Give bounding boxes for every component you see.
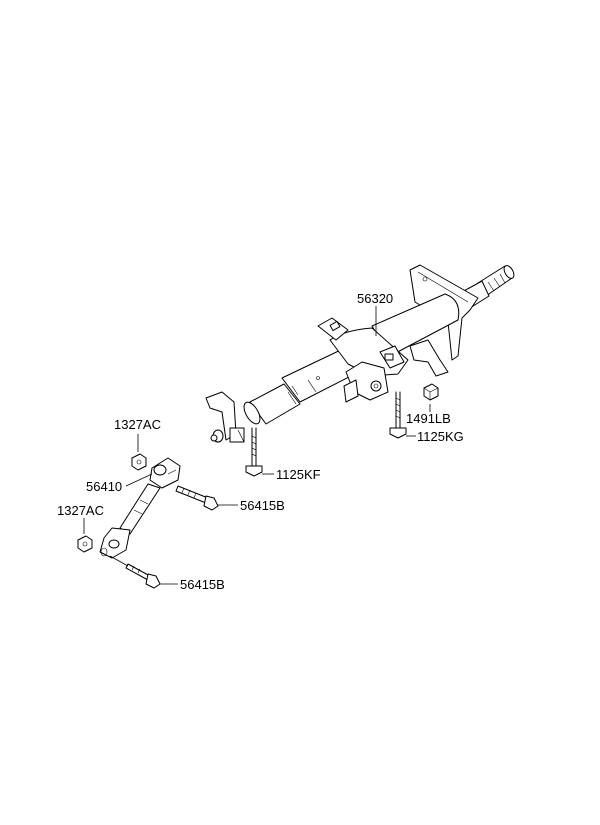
bolt-1125kg	[389, 391, 407, 439]
label-1125kf: 1125KF	[276, 467, 321, 482]
label-56415b-right: 56415B	[240, 498, 285, 513]
bolt-56415b-right	[175, 485, 219, 511]
nut-1327ac-upper	[131, 453, 147, 471]
right-bracket	[409, 339, 449, 377]
nut-1491lb	[423, 383, 439, 401]
label-1327ac-upper: 1327AC	[114, 417, 161, 432]
label-1491lb: 1491LB	[406, 411, 451, 426]
bolt-1125kf	[245, 427, 263, 477]
label-1327ac-lower: 1327AC	[57, 503, 104, 518]
label-56320: 56320	[357, 291, 393, 306]
label-56415b-lower: 56415B	[180, 577, 225, 592]
label-1125kg: 1125KG	[417, 429, 464, 444]
leader-lines	[83, 306, 431, 585]
nut-1327ac-lower	[77, 535, 93, 553]
steering-column-assembly	[205, 264, 515, 443]
label-56410: 56410	[86, 479, 122, 494]
bolt-56415b-lower	[125, 563, 161, 589]
universal-joint-56410	[99, 457, 181, 559]
